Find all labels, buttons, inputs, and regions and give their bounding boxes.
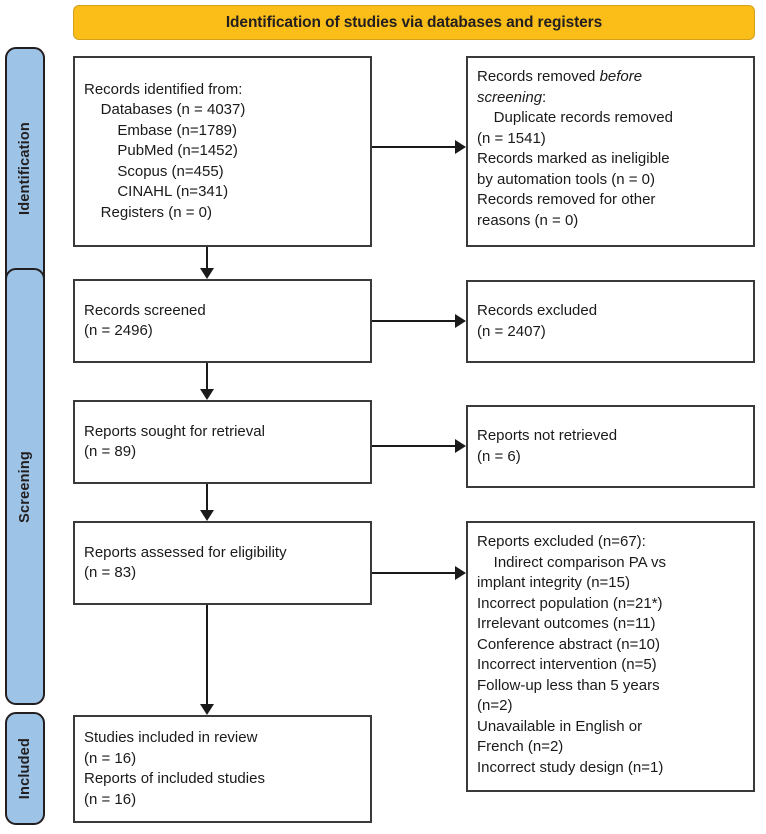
box-reports-sought: Reports sought for retrieval (n = 89) (73, 400, 372, 484)
records-removed-lead: Records removed (477, 68, 600, 85)
box-reports-not-retrieved-text: Reports not retrieved (n = 6) (477, 427, 618, 465)
records-removed-screening-em: screening (477, 88, 543, 106)
records-removed-reasons: Duplicate records removed (n = 1541) Rec… (477, 109, 673, 229)
box-studies-included-text: Studies included in review (n = 16) Repo… (84, 729, 265, 808)
box-records-excluded-text: Records excluded (n = 2407) (477, 302, 598, 340)
box-reports-assessed-text: Reports assessed for eligibility (n = 83… (84, 543, 287, 582)
box-reports-excluded: Reports excluded (n=67): Indirect compar… (466, 521, 755, 792)
box-records-removed-text: Records removed before screening: Duplic… (477, 67, 744, 231)
box-reports-excluded-text: Reports excluded (n=67): Indirect compar… (477, 533, 666, 776)
connector-assessed-to-reports-excluded (372, 572, 457, 575)
stage-tab-identification-label: Identification (17, 121, 33, 216)
arrow-down-icon-identified-to-screened (200, 268, 214, 279)
box-reports-sought-text: Reports sought for retrieval (n = 89) (84, 422, 265, 461)
stage-tab-included-label: Included (17, 737, 33, 800)
phase-banner: Identification of studies via databases … (73, 5, 755, 40)
connector-screened-to-excluded (372, 320, 457, 323)
box-records-removed: Records removed before screening: Duplic… (466, 56, 755, 247)
phase-banner-label: Identification of studies via databases … (225, 13, 603, 31)
arrow-right-icon-identified-to-removed (455, 140, 466, 154)
arrow-down-icon-screened-to-sought (200, 389, 214, 400)
box-studies-included: Studies included in review (n = 16) Repo… (73, 715, 372, 823)
box-records-identified-text: Records identified from: Databases (n = … (84, 80, 246, 221)
arrow-right-icon-screened-to-excluded (455, 314, 466, 328)
box-records-screened-text: Records screened (n = 2496) (84, 301, 206, 340)
connector-sought-to-assessed (206, 484, 209, 511)
box-reports-not-retrieved: Reports not retrieved (n = 6) (466, 405, 755, 488)
stage-tab-included: Included (5, 712, 45, 825)
arrow-down-icon-sought-to-assessed (200, 510, 214, 521)
records-removed-before-em: before (599, 68, 643, 85)
connector-screened-to-sought (206, 363, 209, 390)
box-reports-assessed: Reports assessed for eligibility (n = 83… (73, 521, 372, 605)
connector-identified-to-removed (372, 146, 457, 149)
records-removed-colon: : (542, 88, 547, 106)
box-records-identified: Records identified from: Databases (n = … (73, 56, 372, 247)
stage-tab-screening-label: Screening (17, 450, 33, 523)
arrow-right-icon-assessed-to-reports-excluded (455, 566, 466, 580)
connector-sought-to-not-retrieved (372, 445, 457, 448)
box-records-screened: Records screened (n = 2496) (73, 279, 372, 363)
stage-tab-identification: Identification (5, 47, 45, 290)
connector-identified-to-screened (206, 247, 209, 270)
box-records-excluded: Records excluded (n = 2407) (466, 280, 755, 363)
connector-assessed-to-included (206, 605, 209, 705)
arrow-down-icon-assessed-to-included (200, 704, 214, 715)
arrow-right-icon-sought-to-not-retrieved (455, 439, 466, 453)
stage-tab-screening: Screening (5, 268, 45, 705)
